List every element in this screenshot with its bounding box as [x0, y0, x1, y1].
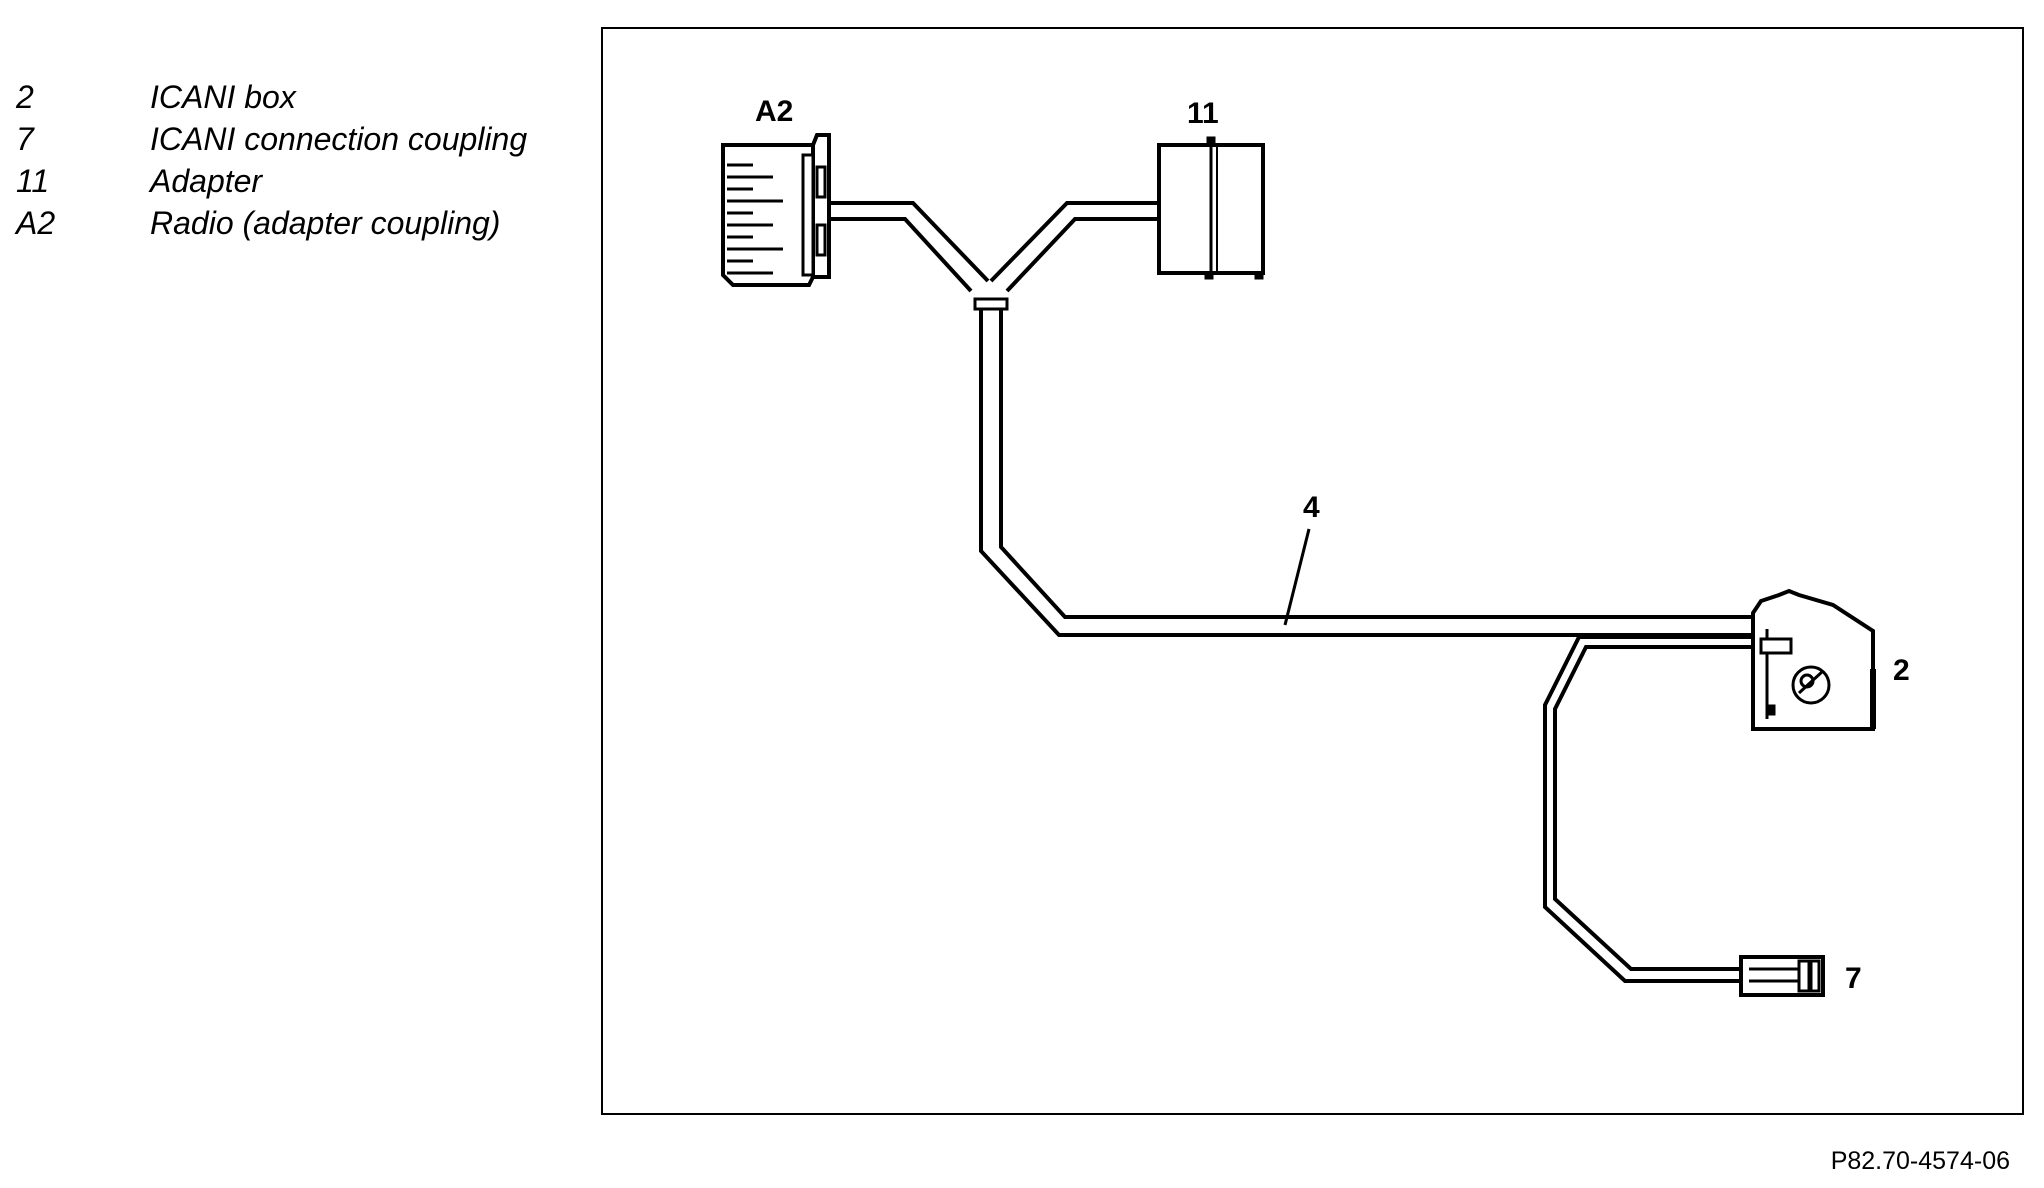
legend-row: 11 Adapter: [16, 160, 576, 202]
label-2: 2: [1893, 654, 1910, 687]
legend-number: 11: [16, 163, 50, 199]
wiring-diagram: A2 11 4 2 7: [721, 95, 1910, 997]
legend-text: ICANI box: [150, 79, 296, 115]
cable-7-inner: [1553, 645, 1763, 971]
cable-a2-lower: [821, 217, 973, 293]
label-11: 11: [1187, 97, 1219, 130]
y-junction: [973, 297, 1009, 311]
diagram-frame: A2 11 4 2 7: [601, 27, 2024, 1115]
cable-adapter-lower: [1005, 217, 1159, 293]
legend-number: A2: [16, 205, 56, 241]
figure-reference: P82.70-4574-06: [1830, 1147, 2010, 1175]
cable-7-outer: [1543, 635, 1763, 983]
legend-text: ICANI connection coupling: [150, 121, 528, 157]
legend-number: 2: [16, 79, 34, 115]
radio-connector-a2: [721, 133, 831, 287]
connection-coupling-7: [1739, 955, 1825, 997]
legend: 2 ICANI box 7 ICANI connection coupling …: [16, 76, 576, 244]
cable-4-left: [979, 305, 1761, 637]
cable-4-right: [999, 305, 1761, 619]
cable-adapter-upper: [989, 201, 1159, 283]
adapter-11: [1157, 136, 1265, 280]
label-4: 4: [1303, 491, 1320, 524]
legend-text: Radio (adapter coupling): [150, 205, 501, 241]
cable-a2-upper: [821, 201, 990, 283]
legend-number: 7: [16, 121, 34, 157]
legend-text: Adapter: [150, 163, 263, 199]
leader-line-4: [1283, 528, 1311, 626]
label-a2: A2: [755, 95, 793, 128]
label-7: 7: [1845, 962, 1862, 995]
legend-row: 2 ICANI box: [16, 76, 576, 118]
legend-row: A2 Radio (adapter coupling): [16, 202, 576, 244]
legend-row: 7 ICANI connection coupling: [16, 118, 576, 160]
icani-box-2: [1751, 588, 1876, 731]
